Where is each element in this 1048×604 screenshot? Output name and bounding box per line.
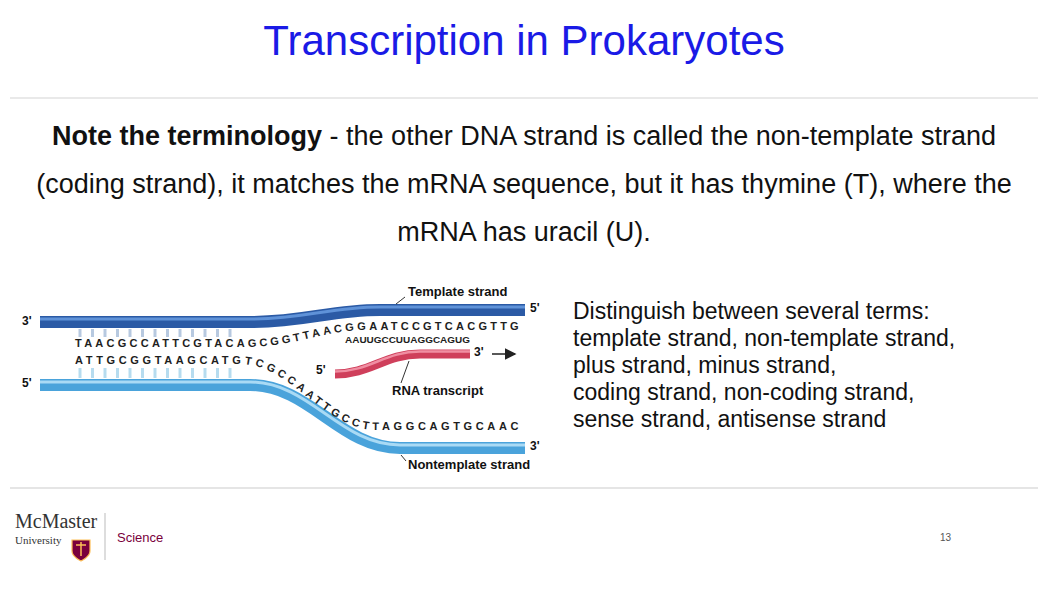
base-rung bbox=[191, 368, 194, 378]
strand-label: Nontemplate strand bbox=[408, 458, 530, 473]
note-lead: Note the terminology bbox=[52, 121, 322, 151]
rna-band bbox=[335, 354, 470, 374]
leader-line bbox=[401, 361, 409, 383]
leader-line bbox=[401, 455, 406, 461]
logo-divider bbox=[105, 513, 106, 560]
footer-text: University bbox=[15, 534, 61, 547]
header-rule bbox=[10, 97, 1038, 99]
base-rung bbox=[166, 368, 169, 378]
sequence-path-text: ATTGCGGTAAGCATGTCGCCAATTGCCTTAGGCAGTGCAA… bbox=[75, 354, 522, 432]
strand-label: 3' bbox=[474, 346, 484, 360]
slide-title: Transcription in Prokaryotes bbox=[0, 16, 1048, 66]
terms-line: template strand, non-template strand, bbox=[573, 325, 955, 352]
note-paragraph: Note the terminology- the other DNA stra… bbox=[24, 112, 1024, 256]
base-rung bbox=[116, 329, 119, 337]
base-rung bbox=[204, 368, 207, 378]
base-rung bbox=[179, 329, 182, 337]
base-rung bbox=[229, 368, 232, 378]
strand-label: 3' bbox=[530, 440, 540, 454]
strand-label: Template strand bbox=[408, 285, 507, 300]
base-sequence: AAUUGCCUUAGGCAGUG bbox=[345, 334, 470, 345]
terms-list: Distinguish between several terms:templa… bbox=[573, 298, 955, 433]
base-rung bbox=[79, 329, 82, 337]
base-rung bbox=[154, 329, 157, 337]
base-rung bbox=[154, 368, 157, 378]
base-rung bbox=[191, 329, 194, 337]
base-rung bbox=[116, 368, 119, 378]
base-rung bbox=[166, 329, 169, 337]
base-rung bbox=[104, 368, 107, 378]
base-rung bbox=[229, 329, 232, 337]
base-rung bbox=[79, 368, 82, 378]
base-rung bbox=[129, 329, 132, 337]
direction-arrow bbox=[492, 353, 515, 355]
base-rung bbox=[204, 329, 207, 337]
base-rung bbox=[104, 329, 107, 337]
template-strand-highlight bbox=[40, 307, 525, 319]
terms-line: coding strand, non-coding strand, bbox=[573, 379, 955, 406]
strand-label: 3' bbox=[22, 315, 32, 329]
terms-line: sense strand, antisense strand bbox=[573, 406, 955, 433]
base-rung bbox=[216, 368, 219, 378]
base-rung bbox=[141, 329, 144, 337]
strand-label: 5' bbox=[316, 364, 326, 378]
footer-text: McMaster bbox=[15, 510, 97, 533]
base-sequence: TAACGCCATTCGTACAGCGGTTAACGGAATCCGTCACGTT… bbox=[75, 320, 522, 349]
terms-line: plus strand, minus strand, bbox=[573, 352, 955, 379]
strand-label: 5' bbox=[530, 302, 540, 316]
footer-rule bbox=[10, 487, 1038, 489]
base-rung bbox=[91, 368, 94, 378]
sequence-layer: TAACGCCATTCGTACAGCGGTTAACGGAATCCGTCACGTT… bbox=[75, 320, 522, 432]
base-rung bbox=[129, 368, 132, 378]
nontemplate-strand-highlight bbox=[40, 382, 525, 445]
shield-emblem bbox=[76, 542, 86, 556]
rna-highlight bbox=[335, 352, 470, 372]
base-rung bbox=[91, 329, 94, 337]
base-rung bbox=[216, 329, 219, 337]
base-rung bbox=[141, 368, 144, 378]
strand-label: RNA transcript bbox=[392, 384, 483, 399]
sequence-path-text: AAUUGCCUUAGGCAGUG bbox=[345, 334, 470, 345]
base-sequence: ATTGCGGTAAGCATGTCGCCAATTGCCTTAGGCAGTGCAA… bbox=[75, 354, 522, 432]
university-shield bbox=[72, 540, 90, 561]
footer-text: 13 bbox=[940, 532, 951, 544]
base-rung bbox=[179, 368, 182, 378]
strand-label: 5' bbox=[22, 377, 32, 391]
leader-line bbox=[396, 297, 405, 304]
sequence-path-text: TAACGCCATTCGTACAGCGGTTAACGGAATCCGTCACGTT… bbox=[75, 320, 522, 349]
footer-text: Science bbox=[117, 531, 163, 546]
nontemplate-strand-band bbox=[40, 385, 525, 448]
terms-line: Distinguish between several terms: bbox=[573, 298, 955, 325]
